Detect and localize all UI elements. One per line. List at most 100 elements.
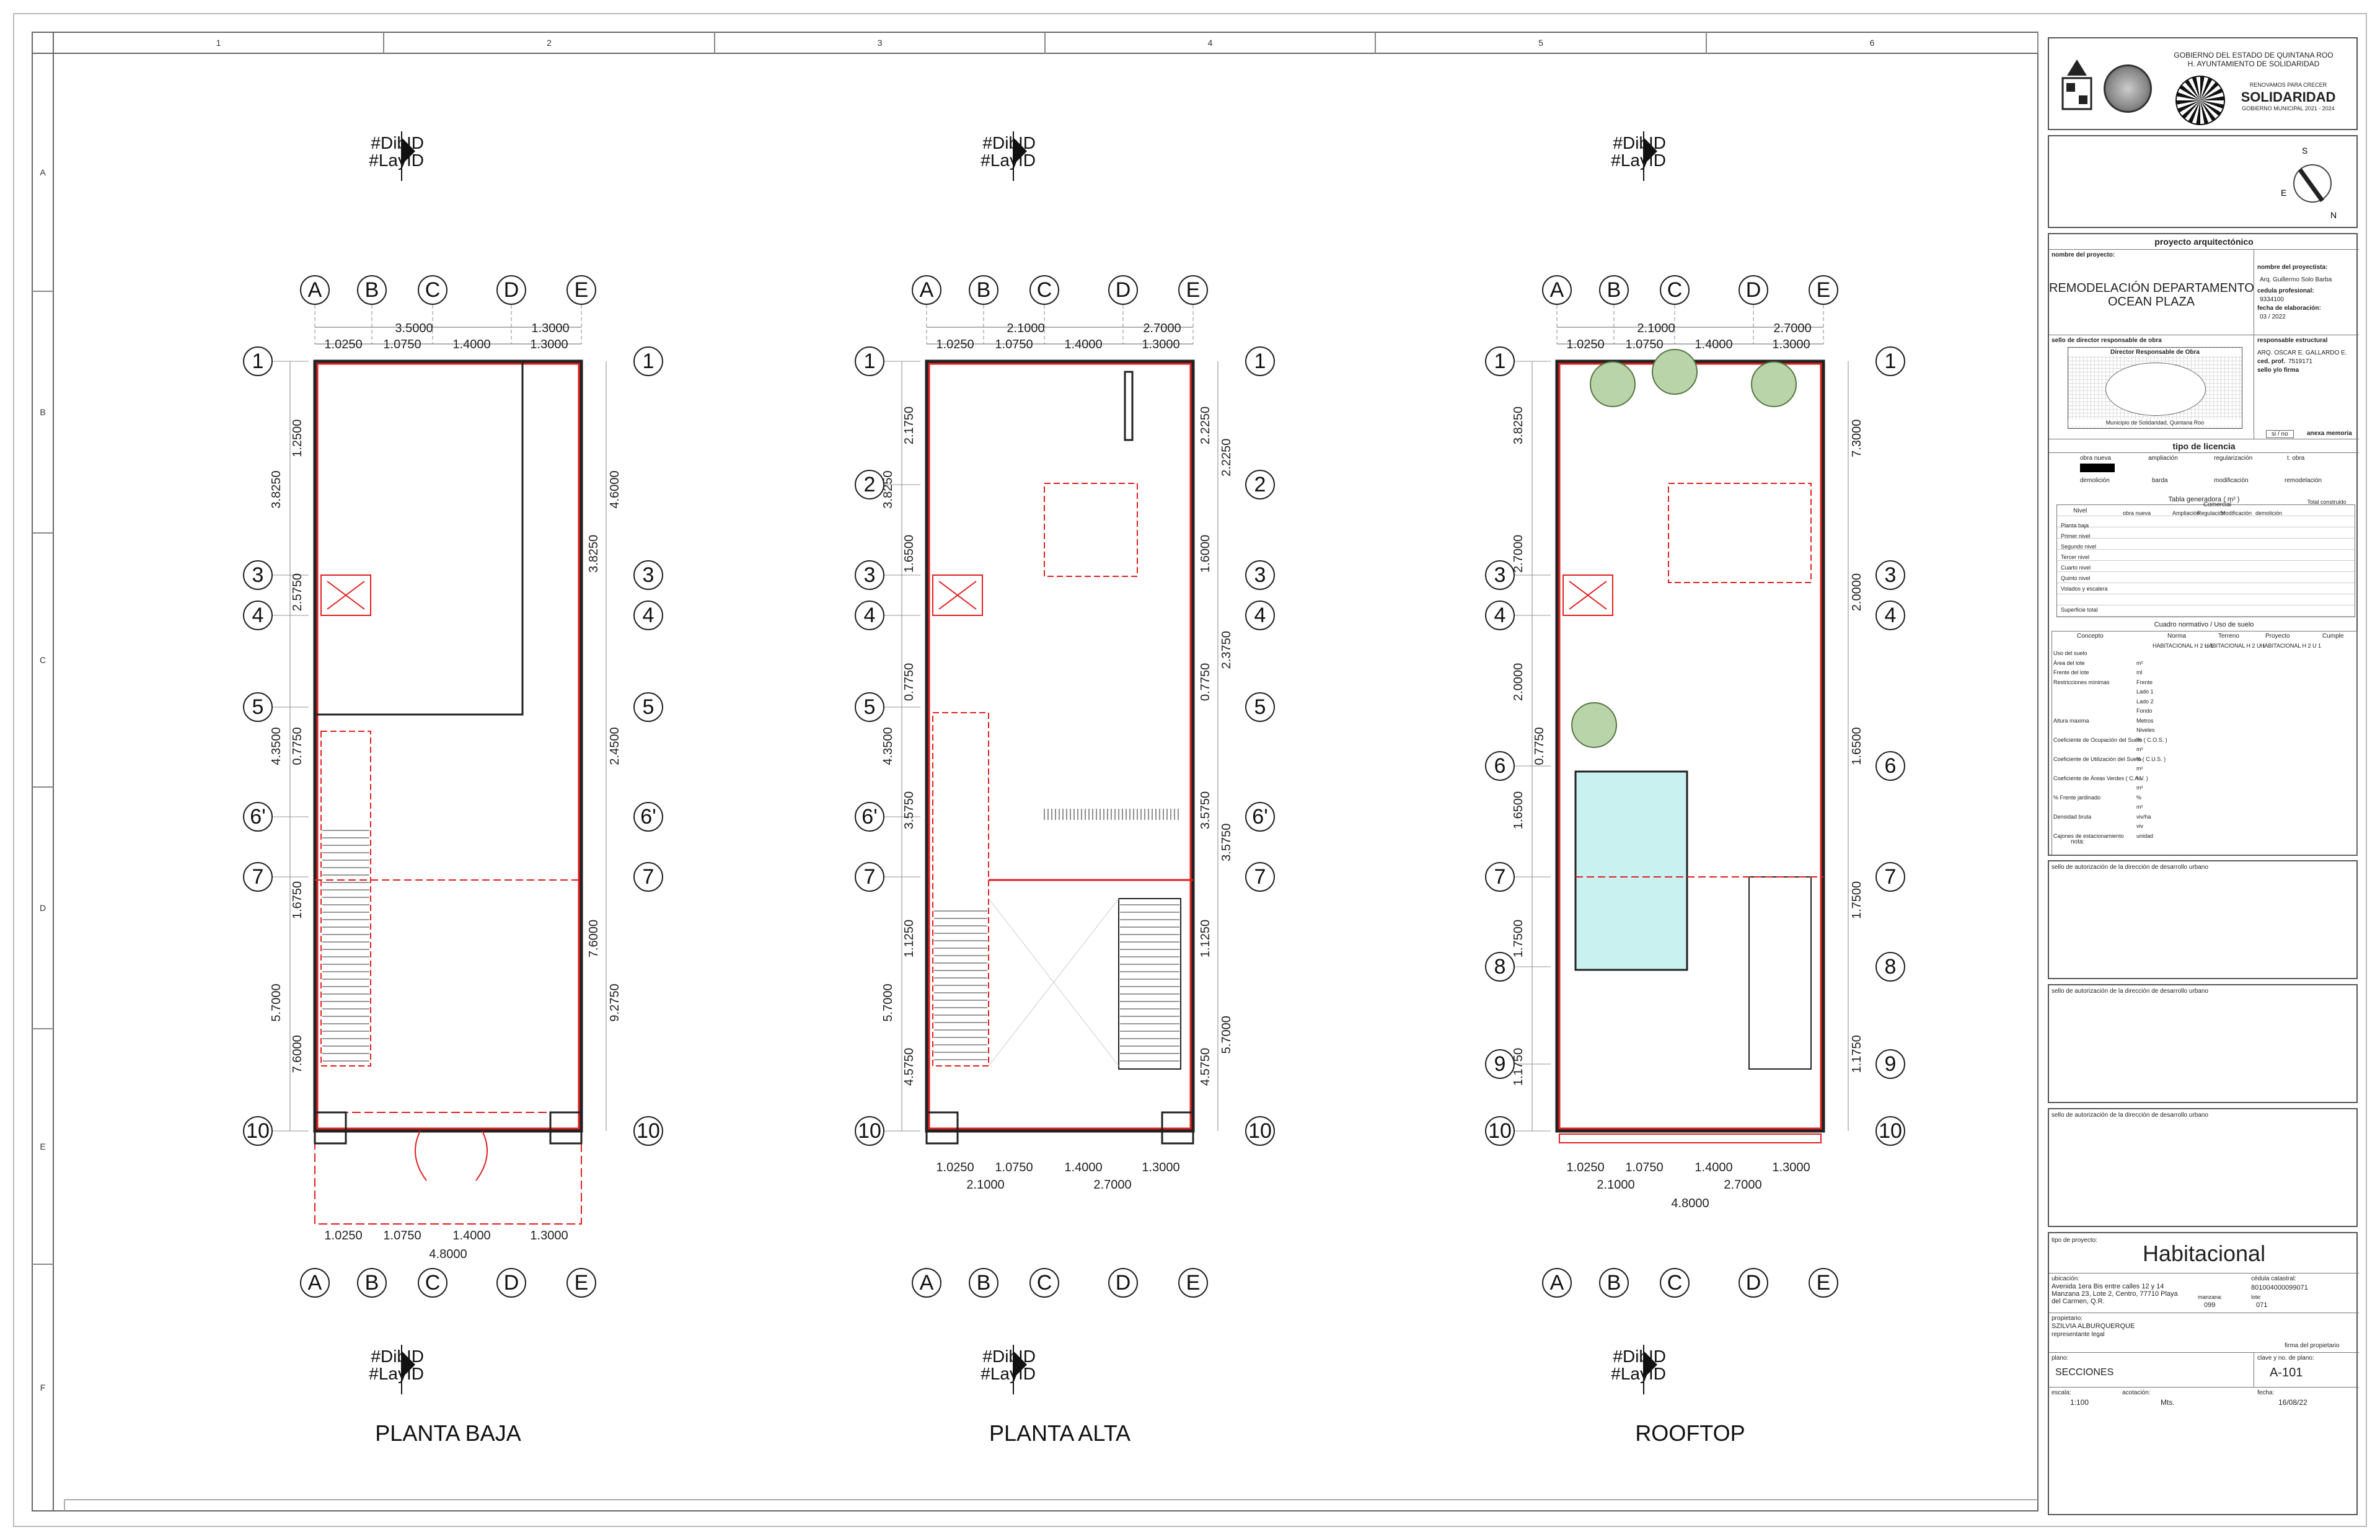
- axis-bottom-D-text: D: [504, 1271, 519, 1295]
- dim-left-outer: 3.8250: [270, 470, 283, 508]
- axis-top-A-text: A: [1550, 278, 1564, 302]
- axis-bottom-D: [1108, 1268, 1138, 1298]
- axis-bottom-E-text: E: [1186, 1271, 1201, 1295]
- dim-top: 1.0250: [936, 338, 974, 351]
- tabla-nivel-row: Primer nivel: [2061, 533, 2091, 539]
- plant-icon: [1751, 361, 1797, 407]
- axis-bottom-C: [418, 1268, 447, 1298]
- section-arrow-icon: [1644, 1351, 1657, 1378]
- cuadro-unidad: Lado 2: [2136, 698, 2154, 705]
- axis-top-D-text: D: [504, 278, 519, 302]
- cuadro-unidad: ml: [2136, 669, 2143, 675]
- cuadro-concepto: Altura maxima: [2053, 717, 2089, 724]
- dib-id: #DibID: [982, 133, 1036, 152]
- cuadro-concepto: Uso del suelo: [2053, 650, 2087, 656]
- row-right-10: [1875, 1116, 1905, 1146]
- solidaridad-logo-icon: [2175, 76, 2225, 125]
- sello-desarrollo-1: sello de autorización de la dirección de…: [2048, 860, 2358, 979]
- resp-estructural-value: ARQ. OSCAR E. GALLARDO E.: [2257, 350, 2347, 356]
- lay-id: #LayID: [369, 151, 424, 170]
- licencia-obra-nueva-check[interactable]: [2080, 464, 2115, 472]
- logo-slogan: RENOVAMOS PARA CRECER: [2249, 82, 2327, 88]
- compass-e: E: [2281, 188, 2286, 198]
- row-left-7-text: 7: [252, 865, 264, 889]
- dim-right-inner: 0.7750: [1199, 663, 1212, 701]
- dim-top: 1.4000: [1064, 338, 1102, 351]
- section-arrow-icon: [1013, 138, 1027, 165]
- licencia-ampliacion: ampliación: [2148, 455, 2178, 462]
- axis-bottom-D-text: D: [1746, 1271, 1761, 1295]
- dim-left-inner: 2.5750: [291, 573, 304, 611]
- dim-top: 1.3000: [1772, 338, 1810, 351]
- red-outline: [928, 363, 1192, 1130]
- col-label: 3: [878, 38, 883, 48]
- axis-bottom-C-text: C: [1667, 1271, 1683, 1295]
- row-right-7-text: 7: [1885, 865, 1897, 889]
- dim-left-outer: 3.8250: [881, 470, 895, 508]
- cuadro-unidad: Frente: [2136, 679, 2153, 685]
- north-arrow-icon: S E N: [2281, 146, 2337, 220]
- row-left-6: [1485, 751, 1515, 781]
- plano-value: SECCIONES: [2055, 1367, 2114, 1378]
- si-no-box: si / no: [2266, 430, 2294, 438]
- nota-label: nota:: [2071, 838, 2085, 845]
- director-box-foot: Municipio de Solidaridad, Quintana Roo: [2068, 420, 2242, 426]
- axis-top-B-text: B: [1607, 278, 1621, 302]
- dim-left-inner: 1.2500: [291, 420, 304, 457]
- col-label: 1: [216, 38, 221, 48]
- cedula-value: 9334100: [2260, 296, 2284, 303]
- duct-cross: [327, 581, 365, 610]
- row-left-5: [243, 692, 273, 722]
- fecha-label: fecha:: [2257, 1389, 2275, 1396]
- proyecto-arq-heading: proyecto arquitectónico: [2154, 237, 2254, 247]
- axis-top-E-text: E: [1186, 278, 1201, 302]
- dim-right-outer: 1.6500: [1850, 727, 1864, 765]
- dim-total: 3.5000: [395, 322, 433, 335]
- lay-id: #LayID: [981, 151, 1036, 170]
- row-label: A: [40, 167, 46, 177]
- dim-left-outer: 4.3500: [270, 727, 283, 765]
- axis-bottom-A: [300, 1268, 330, 1298]
- row-left-4-text: 4: [252, 604, 264, 627]
- project-info-panel: tipo de proyecto: Habitacional ubicación…: [2048, 1232, 2359, 1515]
- dim-left-outer: 5.7000: [270, 983, 283, 1021]
- row-left-1: [243, 346, 273, 376]
- interior-wall: [1124, 371, 1134, 441]
- cuadro-unidad: Metros: [2136, 717, 2154, 724]
- lote-value: 071: [2256, 1301, 2268, 1309]
- row-left-1-text: 1: [864, 350, 876, 373]
- axis-bottom-D: [1739, 1268, 1768, 1298]
- compass-n: N: [2330, 210, 2337, 220]
- dim-right-outer: 2.0000: [1850, 573, 1864, 611]
- row-left-4: [1485, 601, 1515, 630]
- dim-bottom: 1.3000: [530, 1229, 568, 1243]
- nombre-proyecto-label: nombre del proyecto:: [2052, 252, 2115, 258]
- cuadro-col-terreno: Terreno: [2218, 633, 2239, 640]
- row-left-4: [855, 601, 884, 630]
- logo-period: GOBIERNO MUNICIPAL 2021 - 2024: [2242, 105, 2335, 112]
- dim-left-inner: 4.5750: [902, 1048, 916, 1086]
- nombre-proyecto-1: REMODELACIÓN DEPARTAMENTO: [2049, 281, 2254, 295]
- row-left-6': [855, 802, 884, 832]
- acotacion-value: Mts.: [2161, 1398, 2175, 1407]
- project-panel: proyecto arquitectónico nombre del proye…: [2048, 233, 2359, 856]
- dim-left-inner: 0.7750: [902, 663, 916, 701]
- exterior-wall: [313, 359, 583, 1133]
- plan-1: #DibID#LayID#DibID#LayIDAABBCCDDEE3.5000…: [243, 131, 663, 1446]
- row-right-4-text: 4: [1254, 604, 1266, 627]
- dim-total: 2.1000: [1007, 322, 1044, 335]
- axis-top-D-text: D: [1746, 278, 1761, 302]
- row-left-7: [1485, 862, 1515, 892]
- axis-bottom-A-text: A: [308, 1271, 322, 1295]
- tabla-generadora-heading: Tabla generadora ( m² ): [2168, 496, 2240, 503]
- gov-line-1: GOBIERNO DEL ESTADO DE QUINTANA ROO: [2174, 51, 2334, 59]
- dim-top: 1.0250: [324, 338, 362, 351]
- axis-top-A: [300, 275, 330, 305]
- axis-top-A: [1542, 275, 1572, 305]
- row-left-6-text: 6: [1494, 754, 1506, 778]
- axis-top-A-text: A: [308, 278, 322, 302]
- nombre-proyecto-2: OCEAN PLAZA: [2107, 295, 2195, 309]
- dim-right-inner: 4.5750: [1199, 1048, 1212, 1086]
- tipo-licencia-heading: tipo de licencia: [2172, 441, 2236, 451]
